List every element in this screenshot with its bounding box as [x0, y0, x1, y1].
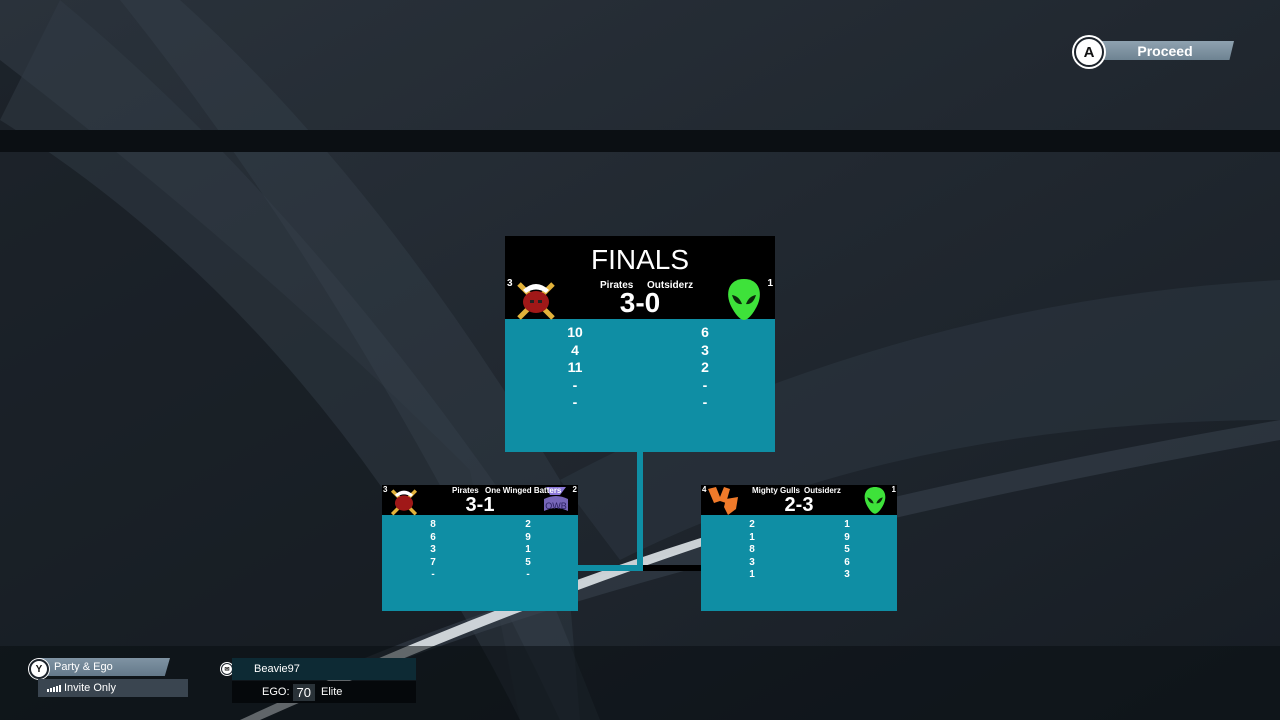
game-score: 4: [571, 341, 579, 358]
game-score: -: [572, 376, 578, 393]
semifinal-right-card: 4 1 Mighty Gulls Outsiderz 2-3 2 1 8 3 1…: [701, 485, 897, 611]
y-button-icon[interactable]: Y: [29, 659, 49, 679]
outsiderz-logo-icon: [864, 486, 886, 514]
finals-series-score: 3-0: [619, 287, 661, 318]
ego-label: EGO:: [262, 686, 290, 698]
game-score: 5: [844, 544, 850, 556]
outsiderz-logo-icon: [728, 279, 760, 320]
game-score: 11: [567, 359, 583, 375]
game-score: -: [702, 394, 708, 410]
ego-row: EGO: 70 Elite: [232, 681, 416, 703]
game-score: 6: [701, 324, 709, 340]
game-score: 1: [749, 569, 755, 581]
game-score: 2: [749, 519, 755, 530]
finals-card: FINALS 3 1 Pirates Outsiderz 3-0 10 4 11…: [505, 236, 775, 452]
semi-right-right-scores: 1 9 5 6 3: [832, 519, 862, 582]
game-score: 5: [525, 556, 531, 568]
username: Beavie97: [254, 663, 300, 675]
pirates-logo-icon: [390, 489, 418, 516]
semi-right-left-scores: 2 1 8 3 1: [737, 519, 767, 582]
semifinal-right-header: 4 1 Mighty Gulls Outsiderz 2-3: [701, 485, 897, 516]
game-score: 3: [844, 569, 850, 581]
top-band: [0, 130, 1280, 152]
semi-right-right-team: Outsiderz: [804, 486, 841, 495]
pirates-logo-icon: [517, 282, 555, 320]
finals-right-team: Outsiderz: [647, 280, 694, 291]
finals-title: FINALS: [590, 244, 690, 275]
mighty-gulls-logo-icon: [708, 487, 738, 515]
finals-left-scores: 10 4 11 - -: [555, 324, 595, 412]
party-ego-label: Party & Ego: [54, 661, 113, 673]
ego-value: 70: [292, 683, 315, 701]
semi-right-series-score: 2-3: [784, 494, 814, 516]
svg-text:OWB: OWB: [545, 501, 567, 511]
game-score: 10: [567, 324, 583, 340]
invite-only-status[interactable]: Invite Only: [38, 679, 188, 697]
finals-right-seed: 1: [767, 278, 773, 289]
proceed-label: Proceed: [1137, 42, 1193, 59]
party-ego-button[interactable]: Party & Ego: [40, 658, 170, 676]
rank-label: Elite: [320, 686, 343, 698]
finals-right-scores: 6 3 2 - -: [685, 324, 725, 412]
game-score: 1: [844, 519, 850, 530]
semi-left-right-seed: 2: [572, 485, 577, 494]
finals-left-team: Pirates: [600, 280, 634, 291]
one-winged-batters-logo-icon: OWB: [544, 487, 568, 511]
game-score: 3: [701, 341, 709, 358]
semi-left-left-scores: 8 6 3 7 -: [418, 519, 448, 582]
game-score: 9: [525, 531, 531, 543]
chat-bubble-icon: ✉: [221, 663, 233, 675]
user-row[interactable]: Beavie97: [232, 658, 416, 680]
game-score: 2: [701, 359, 709, 375]
game-score: 1: [525, 544, 531, 556]
game-score: 3: [749, 556, 755, 568]
semi-left-left-seed: 3: [383, 485, 388, 494]
game-score: -: [526, 569, 530, 581]
bracket-connector-left: [578, 565, 643, 571]
game-score: 1: [749, 531, 755, 543]
finals-card-header: FINALS 3 1 Pirates Outsiderz 3-0: [505, 236, 775, 320]
proceed-button[interactable]: Proceed: [1082, 41, 1234, 60]
game-score: 2: [525, 519, 531, 530]
game-score: 3: [430, 544, 436, 556]
footer-bar: [0, 646, 1280, 720]
invite-only-label: Invite Only: [64, 682, 116, 694]
game-score: 8: [749, 544, 755, 556]
semifinal-left-header: 3 2 OWB Pirates One Winged Batters 3-1: [382, 485, 578, 516]
game-score: 6: [844, 556, 850, 568]
game-score: -: [702, 376, 708, 393]
semi-left-left-team: Pirates: [452, 486, 479, 495]
a-button-icon[interactable]: A: [1074, 37, 1104, 67]
game-score: 9: [844, 531, 850, 543]
semi-left-right-team: One Winged Batters: [485, 486, 562, 495]
semi-right-left-team: Mighty Gulls: [752, 486, 800, 495]
game-score: -: [572, 394, 578, 410]
bracket-connector-right: [643, 565, 701, 571]
finals-left-seed: 3: [507, 278, 513, 289]
signal-bars-icon: [47, 685, 61, 692]
semi-left-series-score: 3-1: [465, 494, 495, 516]
game-score: 6: [430, 531, 436, 543]
game-score: -: [431, 569, 435, 581]
game-score: 8: [430, 519, 436, 530]
game-score: 7: [430, 556, 436, 568]
semi-right-left-seed: 4: [702, 485, 707, 494]
semi-left-right-scores: 2 9 1 5 -: [513, 519, 543, 582]
semifinal-left-card: 3 2 OWB Pirates One Winged Batters 3-1 8…: [382, 485, 578, 611]
semi-right-right-seed: 1: [891, 485, 896, 494]
bracket-connector-vertical: [637, 452, 643, 568]
